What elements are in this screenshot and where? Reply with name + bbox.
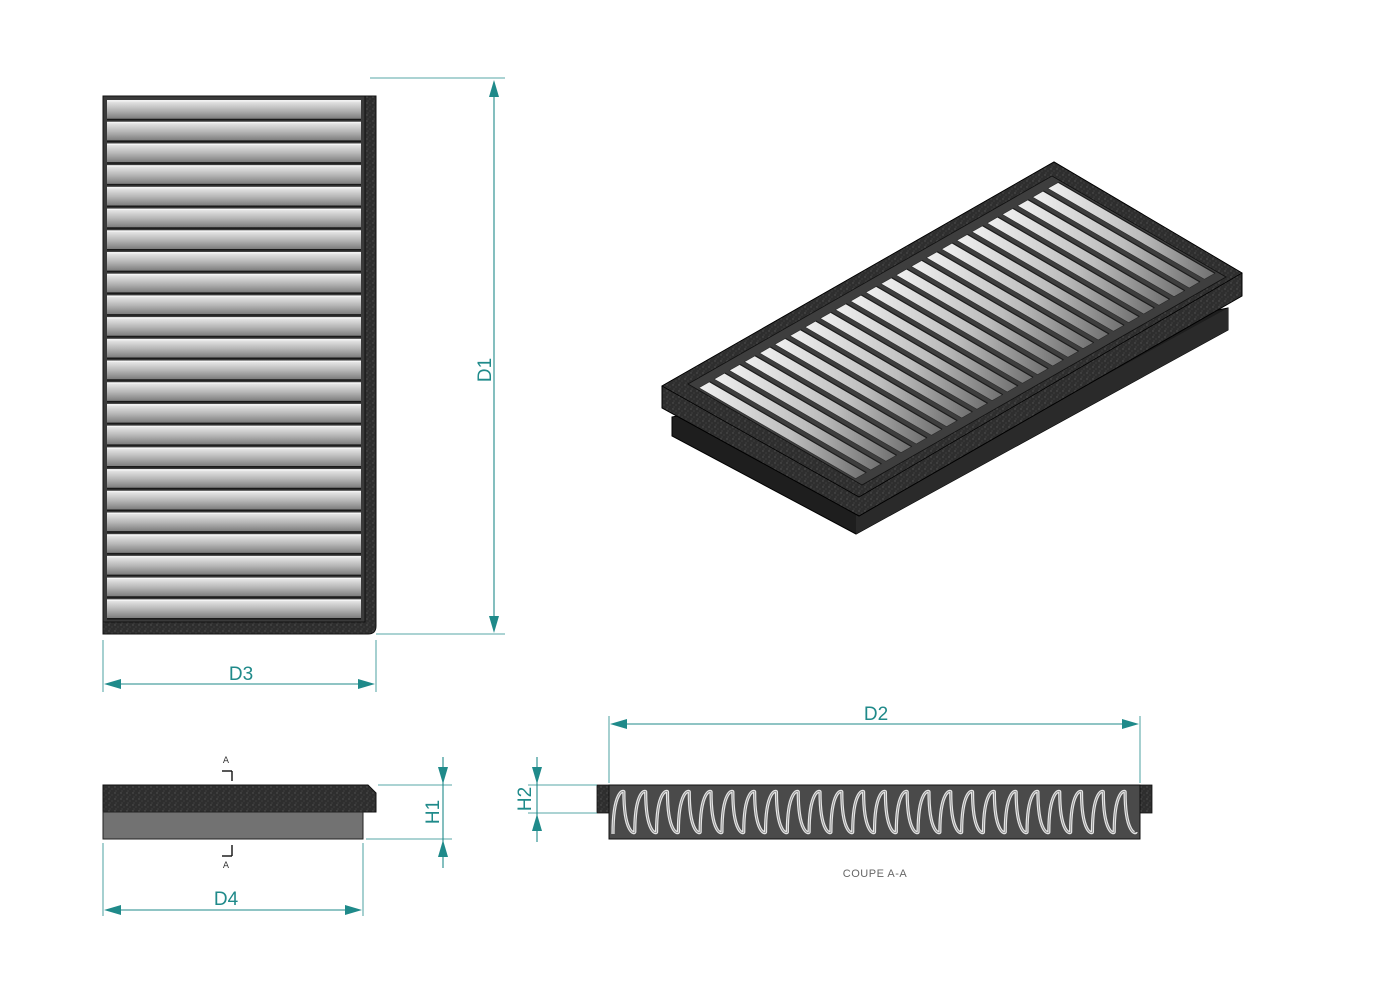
section-marker-bottom-label: A — [223, 861, 230, 871]
iso-pleat — [713, 372, 882, 471]
iso-pleat — [925, 251, 1095, 349]
top-pleat — [107, 208, 361, 229]
h1-dimension: H1 — [366, 757, 452, 868]
iso-pleat — [1016, 199, 1186, 297]
iso-pleat — [941, 242, 1110, 341]
section-marker-bottom: A — [222, 845, 233, 871]
iso-pleat — [834, 303, 1004, 401]
top-pleat — [107, 534, 361, 555]
top-pleat — [107, 143, 361, 164]
h2-dimension: H2 — [515, 757, 597, 842]
d3-label: D3 — [229, 664, 253, 685]
iso-pleat — [956, 233, 1125, 332]
d3-dimension: D3 — [102, 640, 377, 692]
top-pleat — [107, 165, 361, 186]
iso-pleat — [1032, 190, 1201, 289]
side-view: A A — [102, 756, 377, 871]
top-pleat — [107, 100, 361, 121]
top-pleat — [107, 512, 361, 533]
iso-pleat — [819, 311, 989, 410]
iso-pleat — [1047, 181, 1216, 280]
iso-pleat — [789, 329, 958, 427]
top-pleat — [107, 317, 361, 338]
d4-dimension: D4 — [102, 843, 364, 916]
top-pleat — [107, 360, 361, 381]
top-pleat — [107, 295, 361, 316]
d2-label: D2 — [864, 704, 888, 725]
top-pleat — [107, 403, 361, 425]
section-gasket-left — [596, 784, 610, 814]
iso-pleat — [804, 320, 973, 419]
top-pleat — [107, 555, 361, 577]
d1-dimension: D1 — [370, 77, 505, 635]
top-pleat — [107, 338, 361, 360]
top-pleat — [107, 425, 361, 446]
iso-pleat — [743, 355, 913, 453]
iso-pleat — [759, 346, 928, 445]
top-pleat — [107, 599, 361, 620]
d1-label: D1 — [475, 358, 496, 382]
d4-label: D4 — [214, 889, 239, 910]
top-pleat — [107, 121, 361, 143]
h1-label: H1 — [423, 800, 444, 824]
section-marker-top-label: A — [223, 756, 230, 766]
top-pleat — [107, 186, 361, 208]
iso-pleat — [1001, 207, 1171, 306]
top-pleat — [107, 251, 361, 273]
top-pleat — [107, 447, 361, 468]
iso-pleat — [865, 285, 1034, 384]
iso-pleat — [728, 363, 898, 462]
iso-pleat — [986, 216, 1155, 315]
iso-pleat — [698, 381, 867, 479]
iso-pleat — [850, 294, 1019, 393]
top-pleat — [107, 469, 361, 490]
top-pleat — [107, 230, 361, 251]
section-view: COUPE A-A — [596, 784, 1153, 880]
section-pleats — [611, 789, 1138, 835]
iso-pleats — [698, 181, 1216, 479]
top-view — [102, 95, 377, 635]
section-marker-top: A — [222, 756, 233, 781]
top-pleat — [107, 577, 361, 598]
iso-media-opening — [687, 175, 1227, 486]
top-view-pleats — [107, 100, 361, 620]
iso-pleat — [971, 225, 1140, 323]
d2-dimension: D2 — [608, 704, 1141, 783]
iso-pleat — [910, 259, 1080, 358]
top-pleat — [107, 382, 361, 403]
side-view-gasket — [102, 784, 377, 813]
top-pleat — [107, 490, 361, 512]
section-caption: COUPE A-A — [843, 868, 908, 880]
section-gasket-right — [1139, 784, 1153, 814]
h2-label: H2 — [515, 787, 536, 811]
isometric-view — [661, 161, 1243, 535]
iso-pleat — [880, 277, 1049, 375]
top-pleat — [107, 273, 361, 294]
iso-pleat — [774, 337, 943, 436]
iso-pleat — [895, 268, 1064, 367]
side-view-frame — [102, 811, 364, 840]
